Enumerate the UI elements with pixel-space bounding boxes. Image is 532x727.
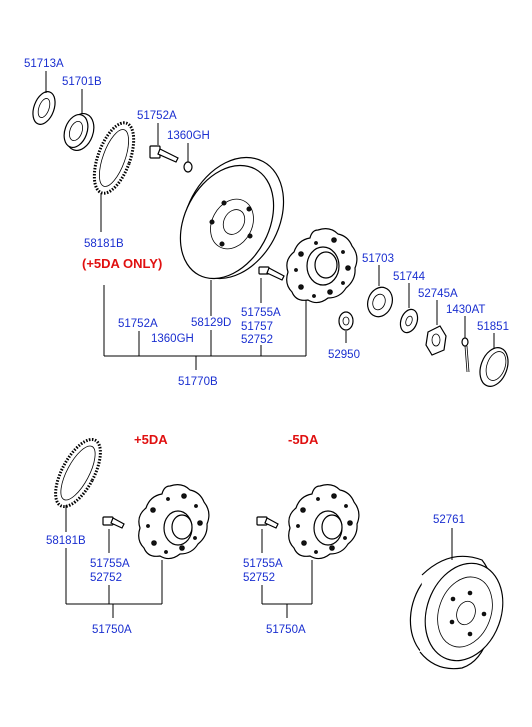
label-castle-nut: 52745A xyxy=(418,288,458,300)
hub-bolt-minus xyxy=(256,516,279,529)
label-bolt-bottom: 51752A xyxy=(118,318,158,330)
brake-disc xyxy=(179,156,285,280)
hub-flange-minus xyxy=(288,484,360,560)
label-hub-bolt-2: 51757 xyxy=(241,321,273,333)
bearing-outer xyxy=(63,113,95,151)
label-bolt-plus: 51755A xyxy=(90,558,130,570)
hub-bolt-plus xyxy=(102,516,125,529)
label-small-nut: 52950 xyxy=(328,349,360,361)
title-minus-5da: -5DA xyxy=(288,432,319,447)
label-assembly-top: 51770B xyxy=(178,376,218,388)
label-assembly-minus: 51750A xyxy=(266,624,306,636)
assembly-bracket-top xyxy=(103,285,307,370)
label-grease-cap: 51851 xyxy=(477,321,509,333)
grease-cap xyxy=(479,347,509,387)
hub-flange-plus xyxy=(138,484,210,560)
label-oil-seal: 51713A xyxy=(24,58,64,70)
label-hub-bolt-1: 51755A xyxy=(241,307,281,319)
label-washer-top: 1360GH xyxy=(167,130,210,142)
label-hub-bolt-3: 52752 xyxy=(241,334,273,346)
assembly-bracket-minus xyxy=(261,560,313,618)
oil-seal-outer xyxy=(32,91,56,125)
hub-bolt-top xyxy=(258,266,285,281)
assembly-bracket-plus xyxy=(65,548,163,618)
washer-inner xyxy=(399,308,419,334)
label-nut-plus: 52752 xyxy=(90,572,122,584)
split-pin xyxy=(461,337,470,373)
label-nut-minus: 52752 xyxy=(243,572,275,584)
hub-flange xyxy=(286,228,358,304)
label-disc: 58129D xyxy=(191,317,231,329)
label-assembly-plus: 51750A xyxy=(92,624,132,636)
label-washer-inner: 51744 xyxy=(393,271,426,283)
bolt-top xyxy=(149,145,179,163)
label-bolt-minus: 51755A xyxy=(243,558,283,570)
tone-ring-plus xyxy=(54,437,102,509)
label-tone-ring: 58181B xyxy=(84,238,124,250)
label-bearing-outer: 51701B xyxy=(62,76,102,88)
label-drum: 52761 xyxy=(433,514,465,526)
label-tone-ring-plus: 58181B xyxy=(46,535,86,547)
tone-ring-top xyxy=(92,121,136,195)
castle-nut xyxy=(425,325,447,356)
brake-drum xyxy=(409,555,504,670)
bearing-inner xyxy=(367,286,393,318)
title-plus-5da: +5DA xyxy=(134,432,168,447)
washer-top xyxy=(183,161,193,173)
label-bearing-inner: 51703 xyxy=(362,253,394,265)
small-nut xyxy=(338,311,354,331)
label-washer-bottom: 1360GH xyxy=(151,333,194,345)
label-split-pin: 1430AT xyxy=(446,304,485,316)
label-bolt-top: 51752A xyxy=(137,110,177,122)
label-tone-ring-note: (+5DA ONLY) xyxy=(82,256,162,271)
